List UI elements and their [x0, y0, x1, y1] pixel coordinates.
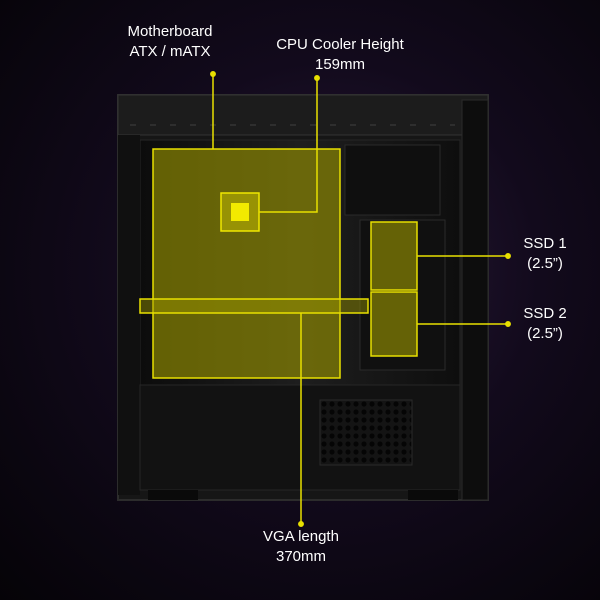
ssd1-label-line2: (2.5”)	[527, 255, 563, 272]
motherboard-zone	[152, 148, 341, 379]
cpu-cooler-label: CPU Cooler Height 159mm	[255, 35, 425, 75]
vga-zone	[139, 298, 369, 314]
motherboard-label-line2: ATX / mATX	[129, 43, 211, 60]
cpu-cooler-leader	[259, 78, 318, 213]
highlight-zones	[139, 148, 418, 379]
case-front-panel	[461, 99, 489, 501]
case-foot-right	[408, 490, 458, 500]
case-top-rail	[117, 94, 489, 136]
case-foot-left	[148, 490, 198, 500]
ssd1-label: SSD 1 (2.5”)	[508, 234, 582, 274]
vga-label: VGA length 370mm	[244, 527, 358, 567]
ssd1-label-line1: SSD 1	[523, 235, 567, 252]
case-left-edge	[118, 135, 140, 495]
leader-lines	[210, 71, 511, 527]
ssd2-label: SSD 2 (2.5”)	[508, 304, 582, 344]
ssd2-label-line2: (2.5”)	[527, 325, 563, 342]
ssd2-leader-dot	[505, 321, 511, 327]
cpu-cooler-label-line1: CPU Cooler Height	[276, 36, 404, 53]
cpu-cooler-label-line2: 159mm	[314, 56, 366, 73]
ssd2-label-line1: SSD 2	[523, 305, 567, 322]
cpu-cooler-leader-dot	[314, 75, 320, 81]
motherboard-label-line1: Motherboard	[127, 23, 213, 40]
cpu-socket-marker	[231, 203, 249, 221]
vga-leader-dot	[298, 521, 304, 527]
psu-vent	[319, 399, 413, 466]
vga-label-line2: 370mm	[275, 548, 327, 565]
ssd2-zone	[370, 291, 418, 357]
motherboard-label: Motherboard ATX / mATX	[108, 22, 232, 62]
ssd1-leader-dot	[505, 253, 511, 259]
ssd1-zone	[370, 221, 418, 291]
motherboard-leader-dot	[210, 71, 216, 77]
expansion-slot-area	[344, 144, 441, 216]
vga-label-line1: VGA length	[263, 528, 339, 545]
